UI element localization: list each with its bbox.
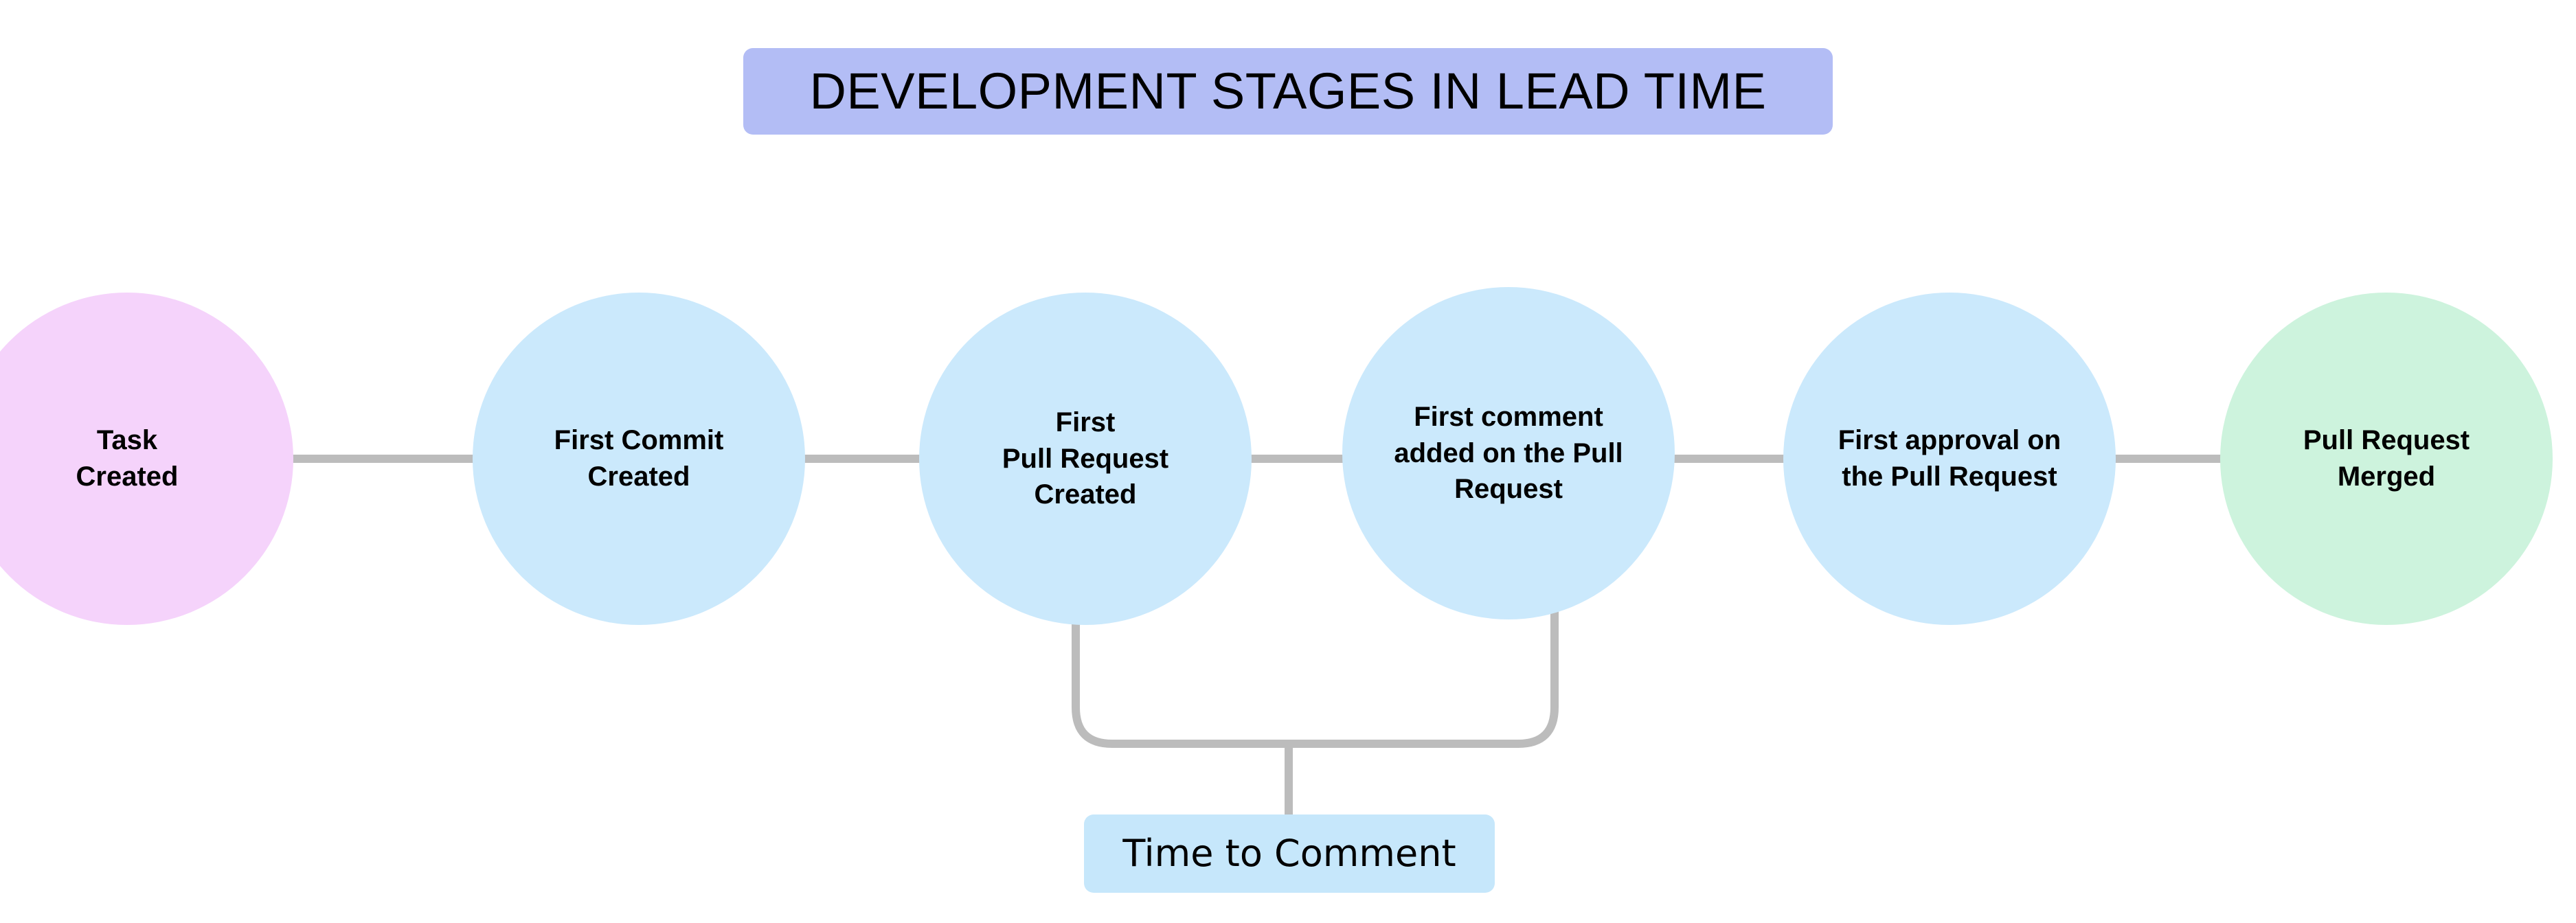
connector-task-created-to-first-commit <box>290 455 475 463</box>
page-title: DEVELOPMENT STAGES IN LEAD TIME <box>809 62 1767 119</box>
stage-first-approval-on-pull-request[interactable]: First approval on the Pull Request <box>1783 293 2116 625</box>
stage-label-first-commit-created: First Commit Created <box>554 425 724 492</box>
connector-first-comment-to-first-approval <box>1672 455 1786 463</box>
connector-first-commit-to-first-pull-request <box>802 455 923 463</box>
stage-label-first-approval-on-pull-request: First approval on the Pull Request <box>1838 425 2061 492</box>
diagram-title-banner: DEVELOPMENT STAGES IN LEAD TIME <box>743 48 1833 135</box>
connector-first-approval-to-pull-request-merged <box>2113 455 2223 463</box>
stage-first-commit-created[interactable]: First Commit Created <box>473 293 805 625</box>
connector-first-pull-request-to-first-comment <box>1249 455 1345 463</box>
stage-first-comment-added-on-pull-request[interactable]: First comment added on the Pull Request <box>1342 287 1675 619</box>
stage-label-pull-request-merged: Pull Request Merged <box>2303 425 2470 492</box>
stage-pull-request-merged[interactable]: Pull Request Merged <box>2220 293 2553 625</box>
stage-label-first-comment-added-on-pull-request: First comment added on the Pull Request <box>1394 401 1623 505</box>
time-to-comment-bracket <box>1072 611 1559 814</box>
stage-first-pull-request-created[interactable]: First Pull Request Created <box>919 293 1252 625</box>
stage-label-first-pull-request-created: First Pull Request Created <box>1002 407 1169 510</box>
stage-task-created[interactable]: Task Created <box>0 293 293 625</box>
annotation-time-to-comment[interactable]: Time to Comment <box>1084 814 1495 893</box>
annotation-label-time-to-comment: Time to Comment <box>1122 832 1456 875</box>
stage-label-task-created: Task Created <box>76 425 179 492</box>
